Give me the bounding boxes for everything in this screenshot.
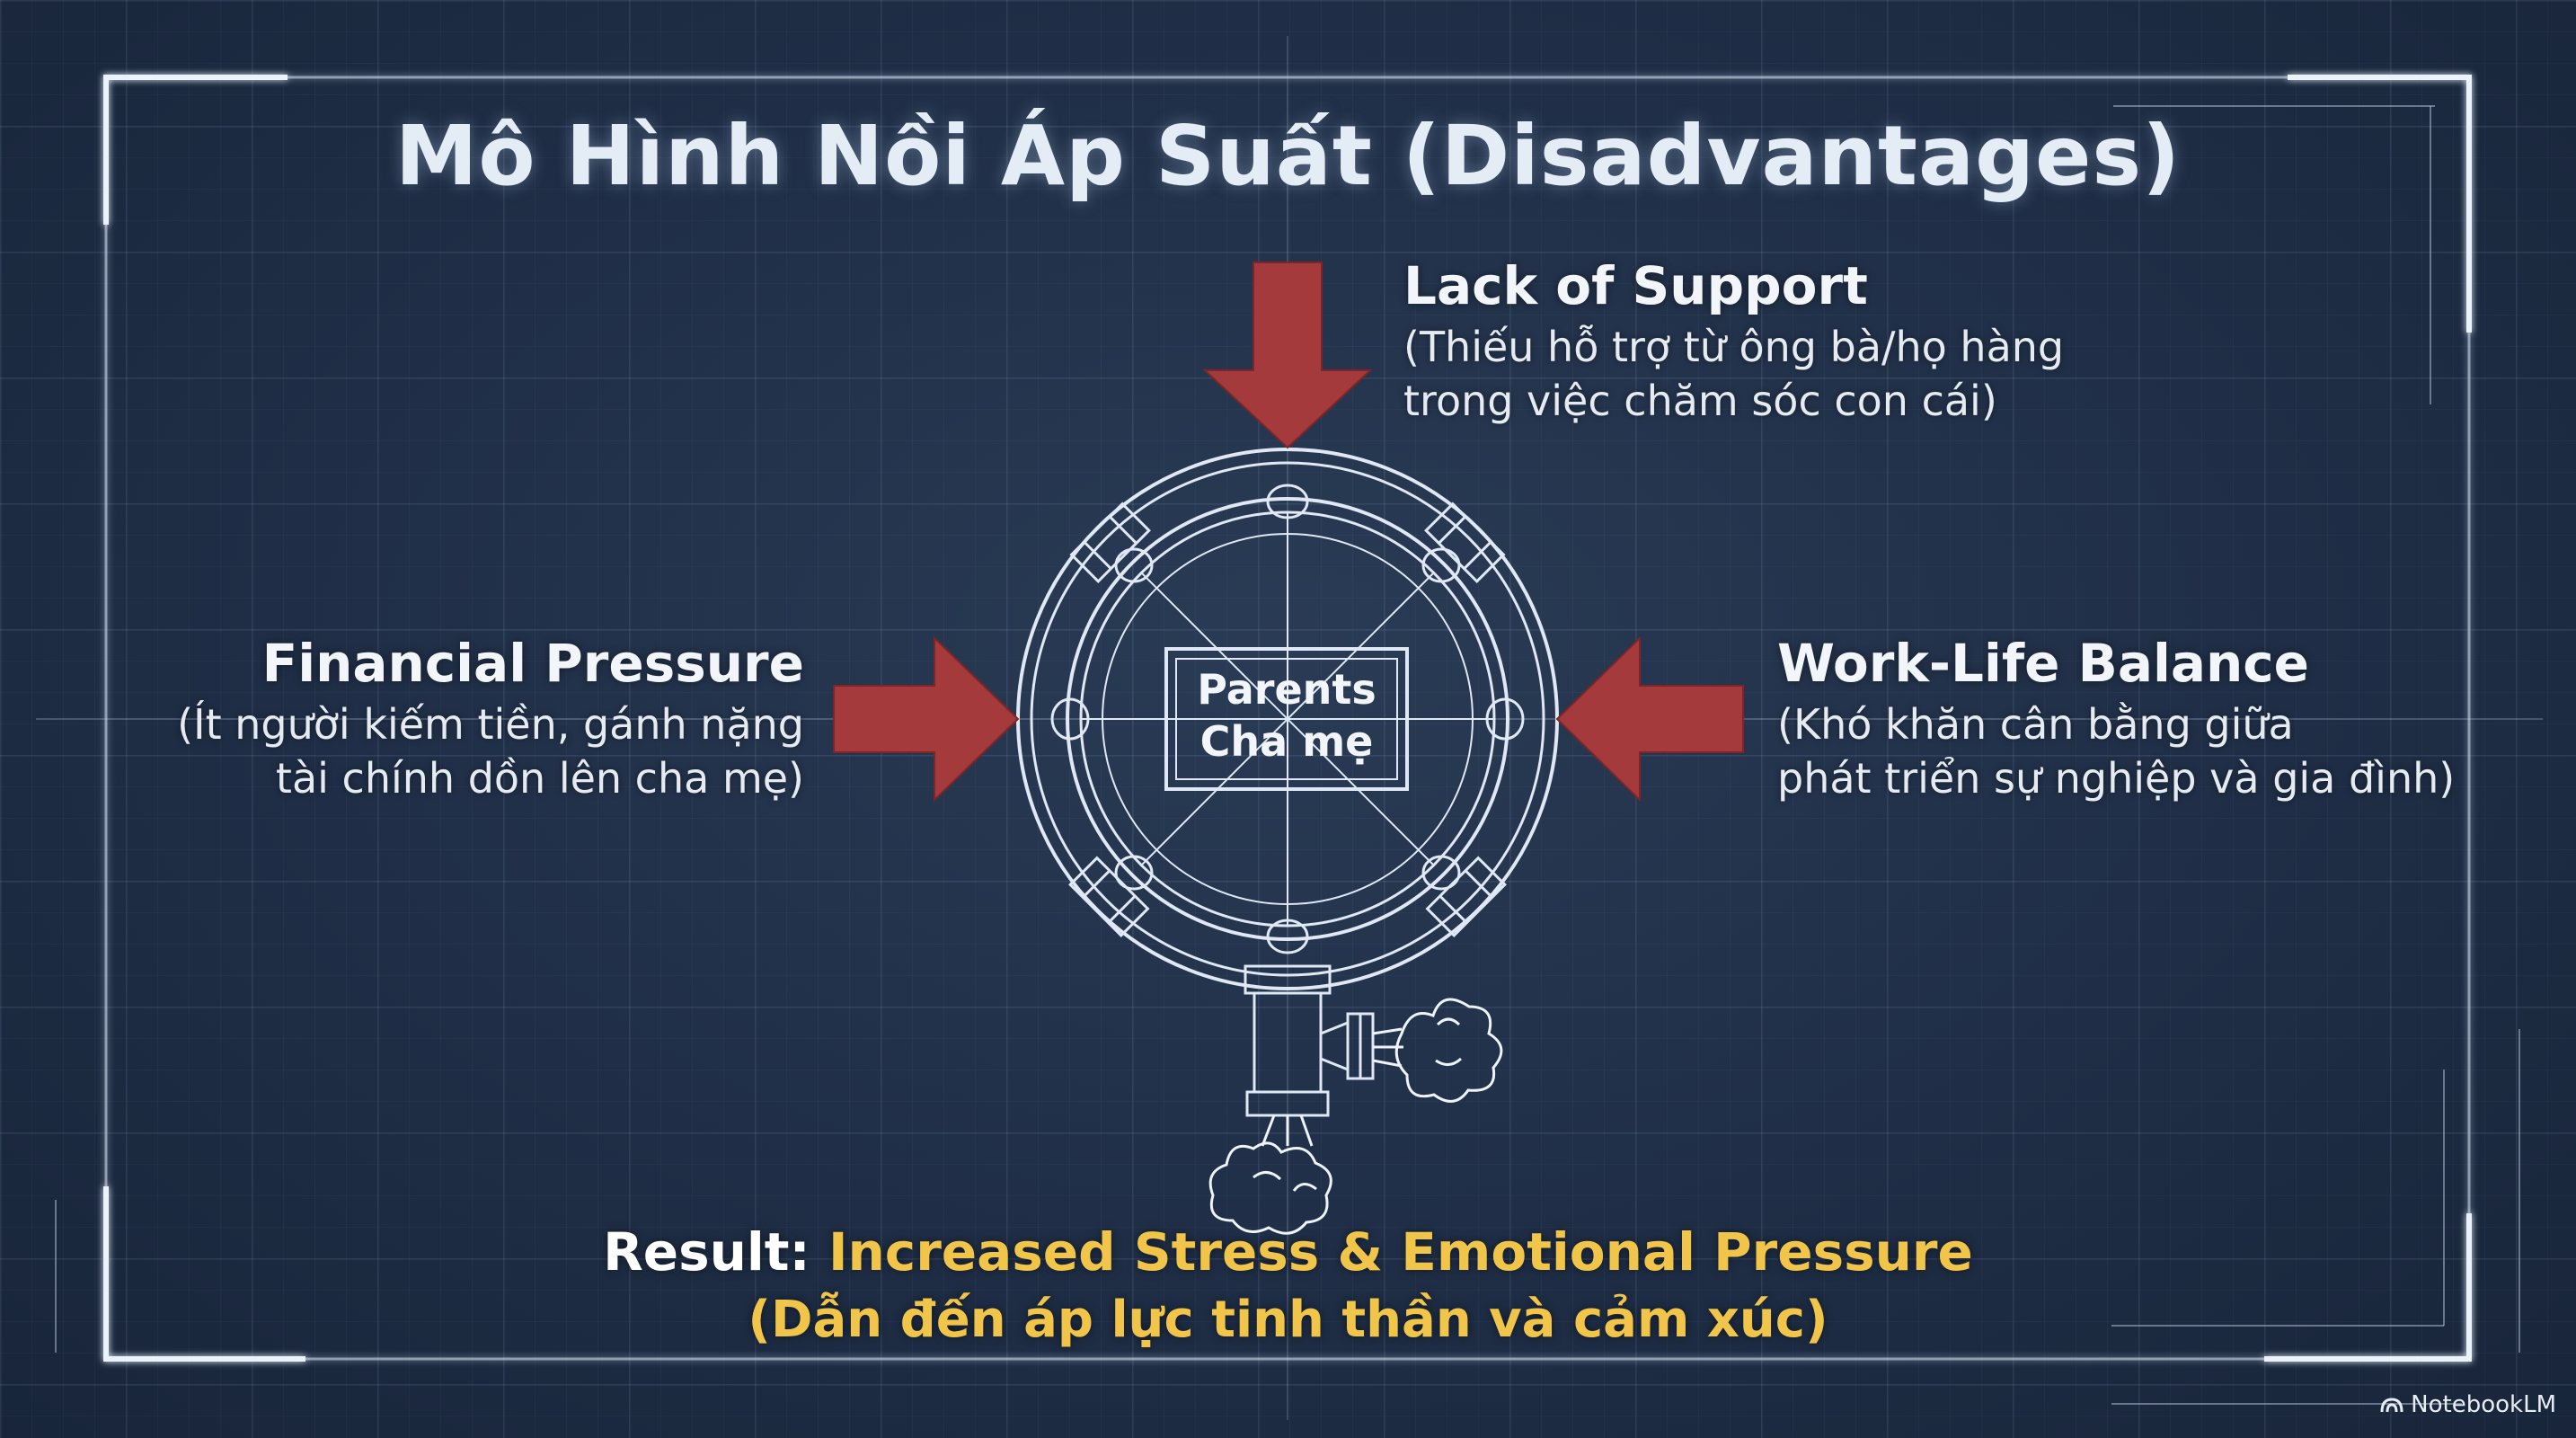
result-main: Increased Stress & Emotional Pressure xyxy=(828,1221,1973,1283)
force-label-left: Financial Pressure (Ít người kiếm tiền, … xyxy=(99,629,804,805)
force-label-top: Lack of Support (Thiếu hỗ trợ từ ông bà/… xyxy=(1403,252,2212,428)
center-label-vietnamese: Cha mẹ xyxy=(1199,717,1374,766)
force-right-title: Work-Life Balance xyxy=(1777,633,2309,694)
arrow-top xyxy=(1202,262,1373,449)
result-translation: (Dẫn đến áp lực tinh thần và cảm xúc) xyxy=(748,1291,1828,1349)
pressure-arrows xyxy=(833,262,1744,803)
result-prefix: Result: xyxy=(603,1221,810,1283)
force-left-title: Financial Pressure xyxy=(261,633,804,694)
force-left-desc-line2: tài chính dồn lên cha mẹ) xyxy=(275,754,804,803)
result-statement: Result: Increased Stress & Emotional Pre… xyxy=(0,1218,2576,1286)
slide-title: Mô Hình Nồi Áp Suất (Disadvantages) xyxy=(394,108,2182,204)
force-label-right: Work-Life Balance (Khó khăn cân bằng giữ… xyxy=(1777,629,2550,805)
force-right-desc-line1: (Khó khăn cân bằng giữa xyxy=(1777,700,2294,749)
force-top-desc-line1: (Thiếu hỗ trợ từ ông bà/họ hàng xyxy=(1403,323,2065,371)
center-plaque xyxy=(1164,647,1409,791)
force-top-desc-line2: trong việc chăm sóc con cái) xyxy=(1403,377,1997,425)
arrow-left xyxy=(833,635,1020,803)
arrow-right xyxy=(1555,635,1744,803)
brand-watermark: NotebookLM xyxy=(2380,1391,2556,1418)
force-top-title: Lack of Support xyxy=(1403,255,1868,316)
force-left-desc-line1: (Ít người kiếm tiền, gánh nặng xyxy=(177,700,804,749)
steam-puffs xyxy=(1208,998,1503,1235)
brand-name: NotebookLM xyxy=(2411,1391,2556,1418)
outer-frame xyxy=(103,75,2472,1362)
notebooklm-logo-icon xyxy=(2380,1398,2403,1413)
center-label: Parents Cha mẹ xyxy=(1166,649,1407,789)
force-right-desc-line2: phát triển sự nghiệp và gia đình) xyxy=(1777,754,2456,803)
center-label-english: Parents xyxy=(1197,665,1377,714)
